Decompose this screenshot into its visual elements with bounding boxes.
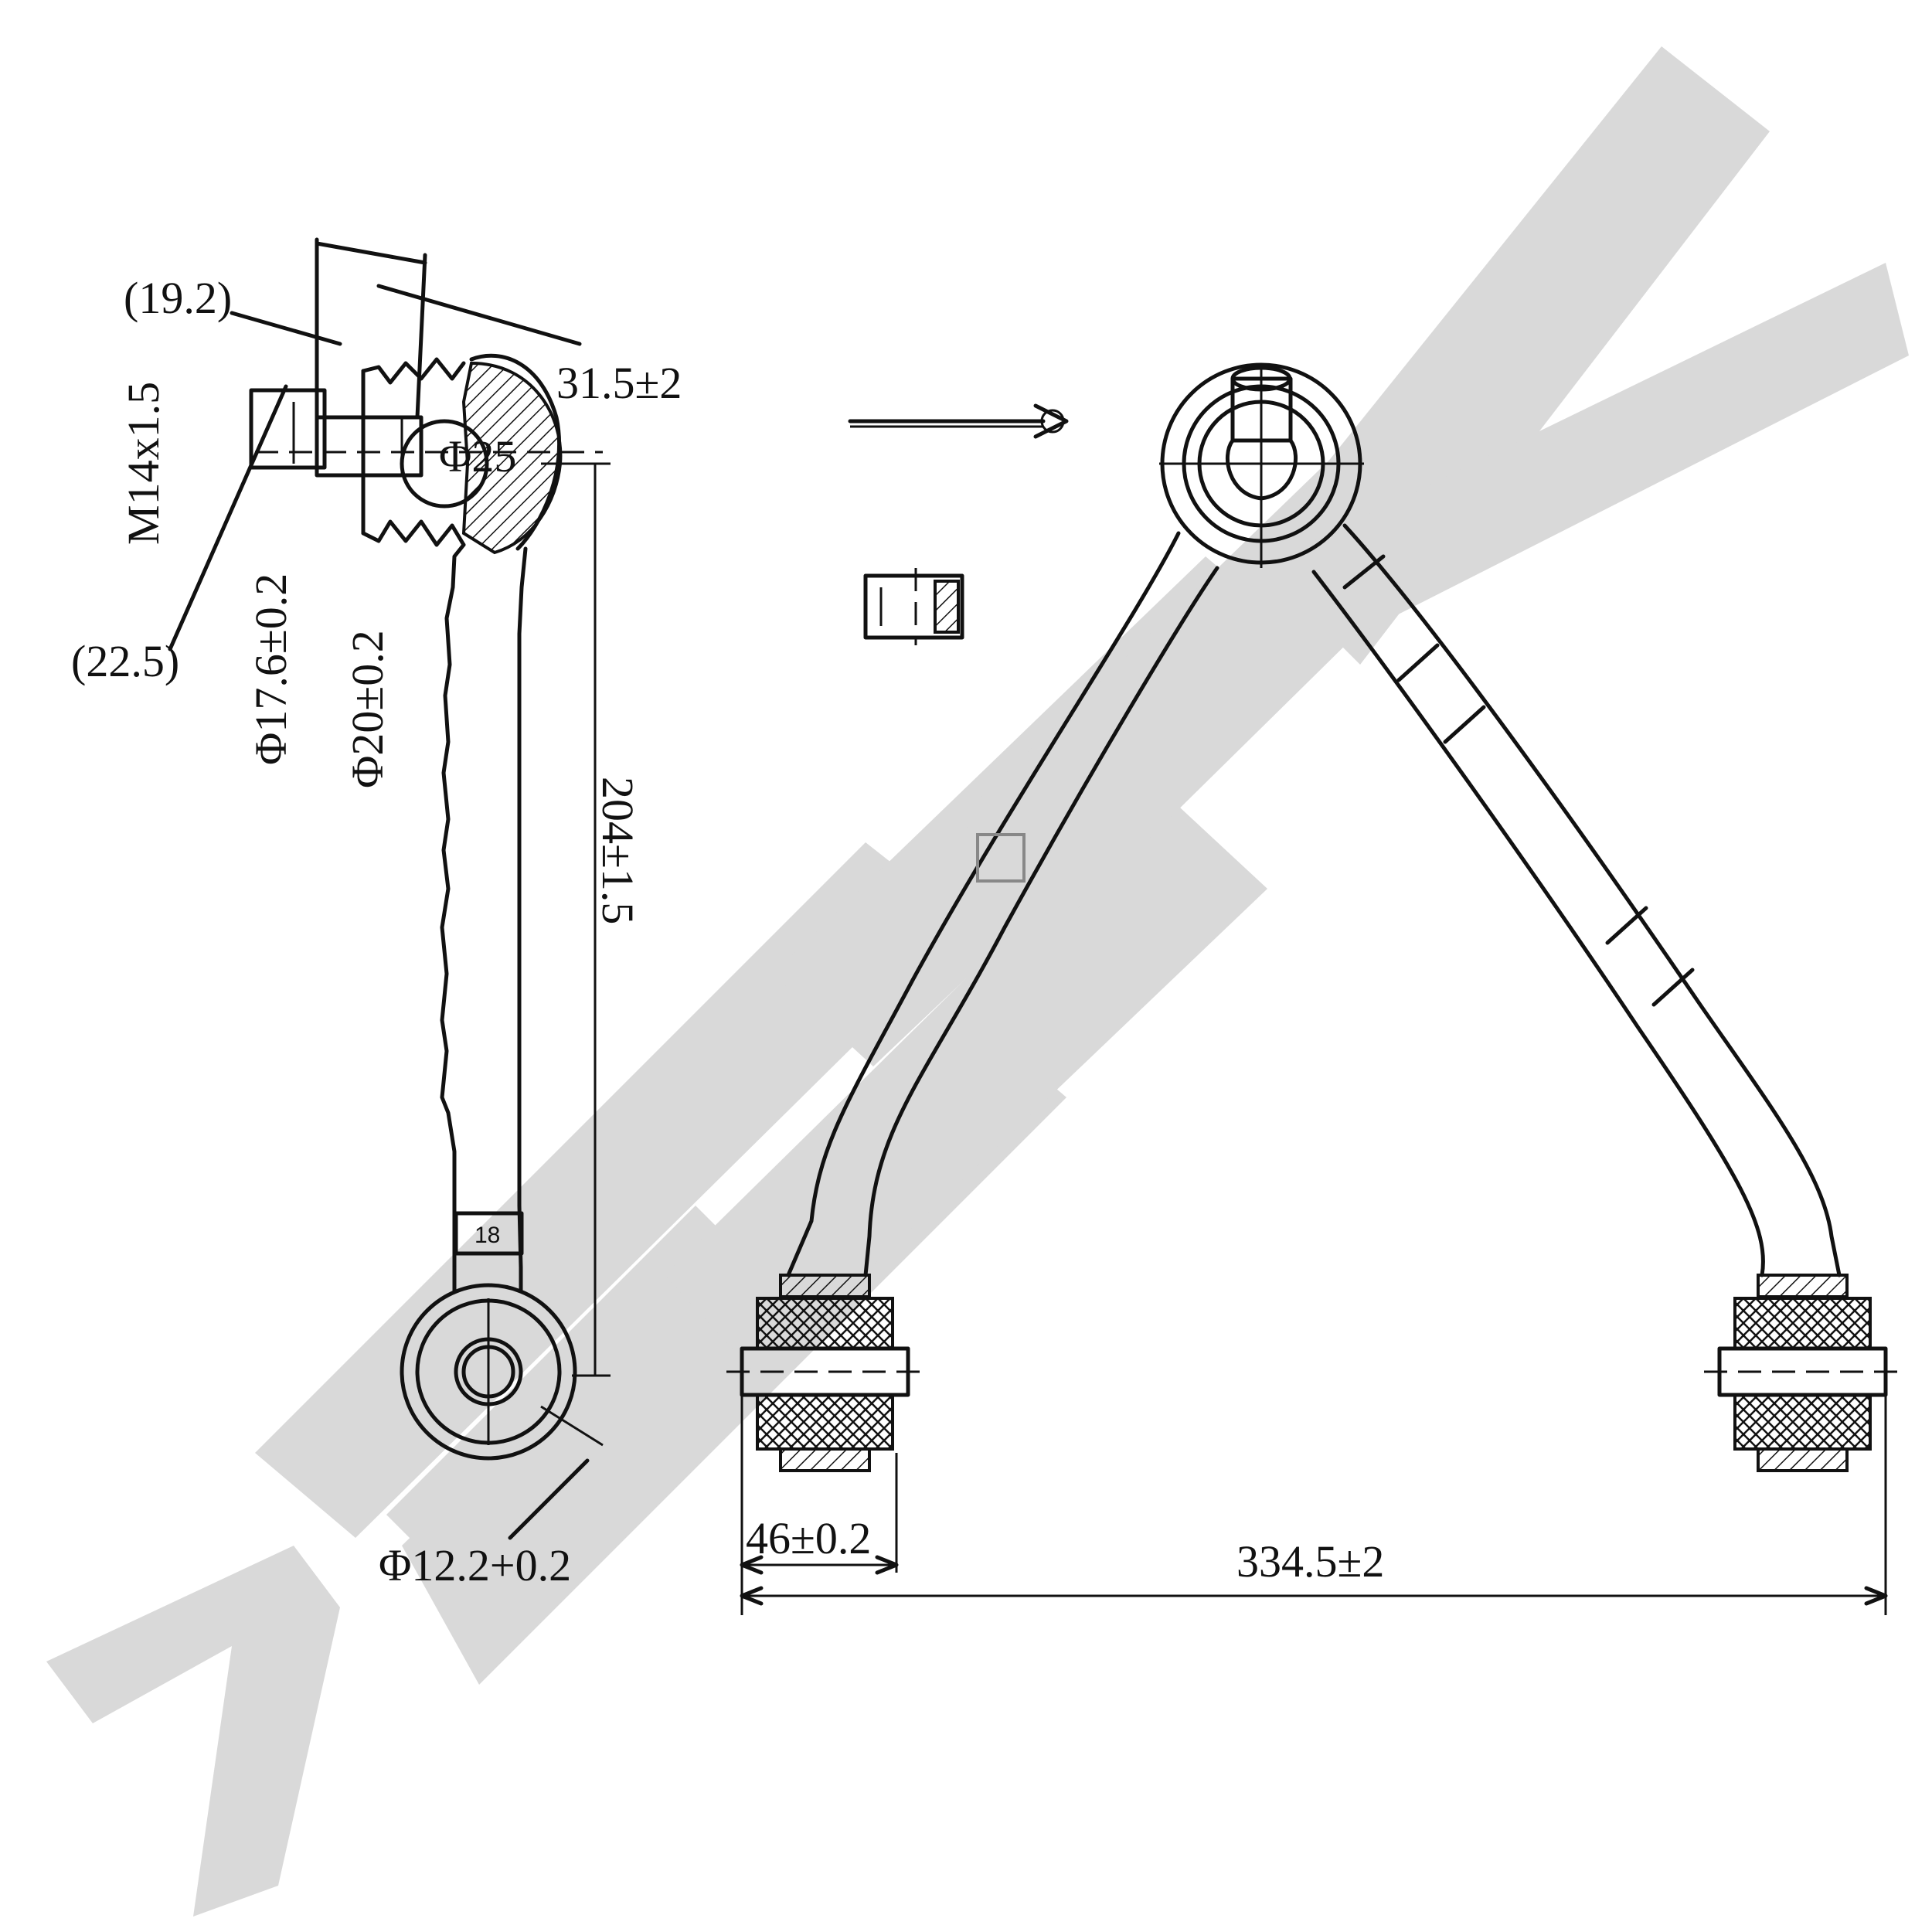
dim-204: 204±1.5	[593, 777, 643, 924]
dim-19-2: (19.2)	[124, 273, 232, 323]
a-arm-view	[726, 362, 1901, 1615]
side-view: 18	[168, 237, 611, 1540]
dim-46: 46±0.2	[746, 1513, 871, 1563]
dim-18: 18	[474, 1223, 500, 1248]
dim-22-5: (22.5)	[71, 636, 179, 686]
detail-parts	[848, 403, 1069, 645]
watermark	[46, 46, 1909, 1917]
dim-phi12-2: Φ12.2+0.2	[379, 1540, 571, 1590]
dim-phi20: Φ20±0.2	[342, 630, 393, 788]
dim-334-5: 334.5±2	[1236, 1536, 1384, 1587]
dim-phi17-6: Φ17.6±0.2	[246, 573, 296, 765]
dim-phi25: Φ25	[439, 431, 516, 481]
side-view-labels: (19.2) 31.5±2 M14x1.5 Φ25 (22.5) Φ17.6±0…	[71, 273, 682, 1590]
dim-31-5: 31.5±2	[556, 358, 682, 408]
a-arm-labels: 46±0.2 334.5±2	[746, 1513, 1384, 1587]
dim-m14: M14x1.5	[118, 382, 168, 545]
